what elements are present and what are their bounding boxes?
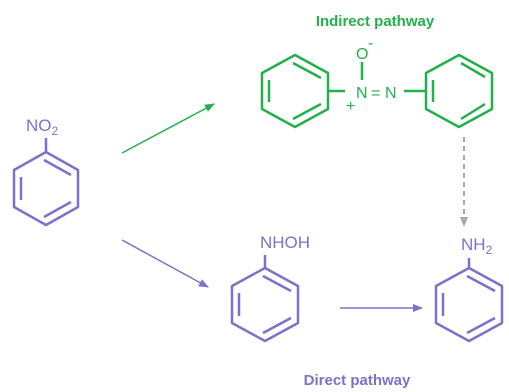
azoxybenzene-right-ring	[404, 53, 494, 129]
aniline: NH2	[434, 235, 504, 343]
phenylhydroxylamine: NHOH	[230, 233, 310, 343]
azoxybenzene-left-ring	[260, 53, 345, 129]
azoxy-double-bond: =	[371, 85, 380, 102]
arrow-nitrobenzene-to-phenylhydroxylamine	[121, 239, 209, 288]
azoxy-nitrogen-1: N	[356, 85, 368, 102]
nitrobenzene: NO2	[12, 116, 80, 227]
azoxybenzene: O - N = N +	[260, 35, 494, 129]
indirect-pathway-title: Indirect pathway	[316, 13, 435, 30]
arrow-nitrobenzene-to-azoxybenzene	[121, 103, 215, 154]
azoxy-nitrogen-2: N	[385, 85, 397, 102]
amine-group-main: NH	[461, 235, 486, 254]
nitro-group-main: NO	[26, 116, 52, 135]
nitrobenzene-ring	[12, 138, 80, 227]
aniline-ring	[434, 258, 504, 343]
nitro-group-label: NO2	[26, 116, 59, 138]
phenylhydroxylamine-ring	[230, 255, 300, 343]
amine-group-subscript: 2	[486, 243, 493, 257]
hydroxylamine-group-label: NHOH	[260, 233, 310, 252]
oxide-oxygen-label: O	[356, 46, 368, 63]
direct-pathway-title: Direct pathway	[304, 372, 411, 389]
amine-group-label: NH2	[461, 235, 493, 257]
nitro-group-subscript: 2	[52, 124, 59, 138]
oxide-minus-charge: -	[368, 35, 373, 52]
azoxy-plus-charge: +	[346, 98, 355, 115]
